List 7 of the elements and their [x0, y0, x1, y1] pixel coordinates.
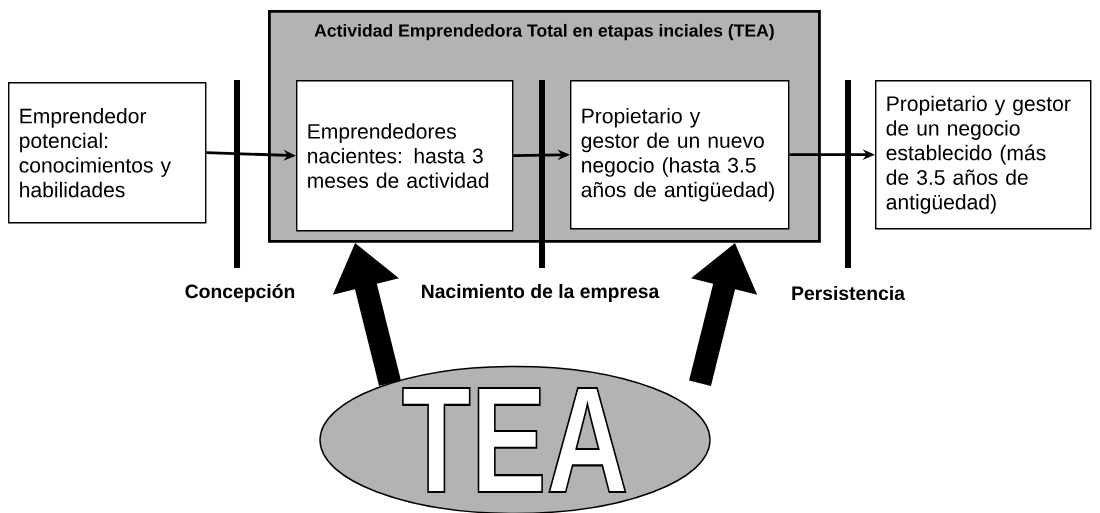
stage-label: Concepción [185, 283, 295, 303]
stage-box: Propietario y gestor de un nuevo negocio (hasta 3.5 años de antigüedad) [570, 80, 790, 230]
stage-box: Emprendedores nacientes: hasta 3 meses de actividad [296, 80, 514, 232]
stage-box: Emprendedor potencial: conocimientos y habilidades [8, 82, 207, 224]
stage-label: Persistencia [792, 285, 906, 301]
stage-label: Nacimiento de la empresa [422, 284, 660, 302]
stage-box: Propietario y gestor de un negocio establecido (más de 3.5 años de antigüedad) [875, 80, 1092, 230]
